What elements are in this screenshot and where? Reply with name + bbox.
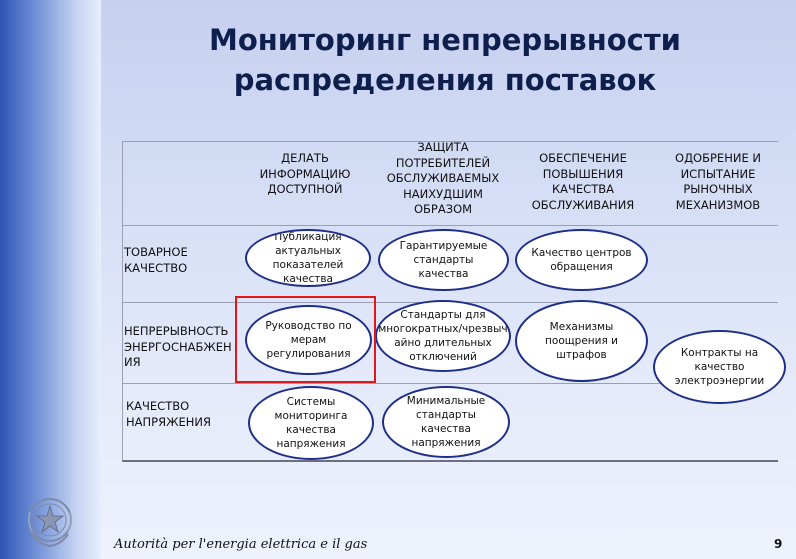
row-header-voltage-quality: КАЧЕСТВО НАПРЯЖЕНИЯ [126, 399, 211, 429]
title-line-2: распределения поставок [233, 63, 657, 97]
cell-minimum-voltage-standards: Минимальные стандарты качества напряжени… [382, 386, 510, 458]
matrix-table-frame [122, 141, 778, 462]
row-header-supply-continuity: НЕПРЕРЫВНОСТЬ ЭНЕРГОСНАБЖЕН ИЯ [124, 324, 232, 369]
page-number: 9 [774, 537, 783, 551]
cell-voltage-monitoring: Системы мониторинга качества напряжения [248, 386, 374, 460]
highlight-box [235, 296, 376, 383]
column-header-protect-consumers: ЗАЩИТА ПОТРЕБИТЕЛЕЙ ОБСЛУЖИВАЕМЫХ НАИХУД… [386, 140, 500, 216]
footer-organization: Autorità per l'energia elettrica e il ga… [114, 537, 368, 552]
column-header-market-mechanisms: ОДОБРЕНИЕ И ИСПЫТАНИЕ РЫНОЧНЫХ МЕХАНИЗМО… [675, 151, 761, 212]
slide-title: Мониторинг непрерывности распределения п… [140, 20, 750, 100]
column-header-improve-quality: ОБЕСПЕЧЕНИЕ ПОВЫШЕНИЯ КАЧЕСТВА ОБСЛУЖИВА… [531, 151, 635, 212]
cell-incentives-penalties: Механизмы поощрения и штрафов [515, 300, 648, 382]
left-decorative-bar [0, 0, 101, 559]
cell-interruption-standards: Стандарты для многократных/чрезвыч айно … [375, 300, 511, 372]
row-divider [122, 225, 778, 226]
cell-quality-contracts: Контракты на качество электроэнергии [653, 330, 786, 404]
column-header-make-info-available: ДЕЛАТЬ ИНФОРМАЦИЮ ДОСТУПНОЙ [259, 151, 351, 196]
cell-regulation-guide: Руководство по мерам регулирования [245, 305, 372, 375]
title-line-1: Мониторинг непрерывности [208, 23, 681, 57]
emblem-icon [28, 498, 72, 548]
cell-call-center-quality: Качество центров обращения [515, 229, 648, 291]
cell-guaranteed-standards: Гарантируемые стандарты качества [378, 229, 509, 291]
row-divider [122, 383, 778, 384]
row-header-product-quality: ТОВАРНОЕ КАЧЕСТВО [124, 245, 188, 275]
cell-publication-indicators: Публикация актуальных показателей качест… [245, 229, 371, 287]
